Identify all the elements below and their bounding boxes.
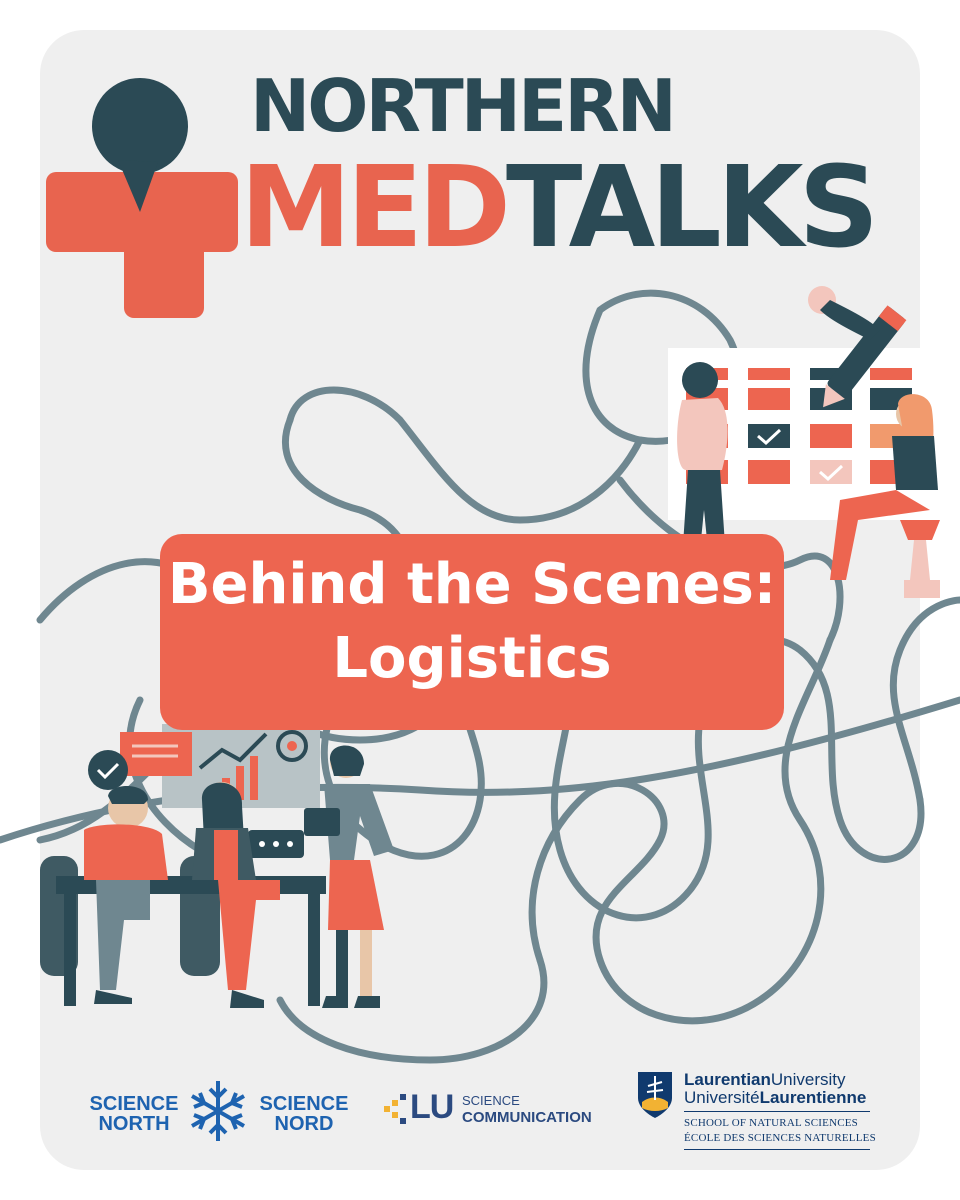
check-badge-icon (88, 750, 128, 790)
title-northern: NORTHERN (250, 64, 677, 148)
speech-bubble-icon (92, 78, 188, 212)
laurentian-fr-a: Université (684, 1088, 760, 1107)
laurentian-school-en: SCHOOL OF NATURAL SCIENCES (684, 1117, 858, 1129)
lu-communication-label: COMMUNICATION (462, 1109, 592, 1126)
banner-line-2: Logistics (332, 626, 612, 691)
science-north-en-line1: SCIENCE (89, 1093, 179, 1115)
science-north-en-line2: NORTH (98, 1113, 170, 1135)
check-icon (757, 428, 782, 446)
title-banner (160, 534, 784, 730)
meeting-illustration (40, 724, 394, 1008)
banner-text: Behind the Scenes: Logistics (160, 548, 784, 696)
laurentian-en-a: Laurentian (684, 1070, 771, 1089)
calendar-illustration (668, 286, 940, 598)
title-medtalks: MEDTALKS (240, 152, 879, 264)
check-icon (819, 464, 844, 482)
title-med: MED (240, 143, 511, 273)
laurentian-name-en: LaurentianUniversity (684, 1071, 846, 1089)
lu-science-label: SCIENCE (462, 1093, 520, 1108)
lu-mark: LU (410, 1088, 454, 1126)
title-talks: TALKS (505, 143, 879, 273)
laurentian-en-b: University (770, 1070, 846, 1089)
laurentian-divider-bottom (684, 1149, 870, 1150)
laurentian-school-fr: ÉCOLE DES SCIENCES NATURELLES (684, 1132, 876, 1144)
laurentian-fr-b: Laurentienne (759, 1088, 867, 1107)
banner-line-1: Behind the Scenes: (167, 552, 777, 617)
science-north-fr: SCIENCE NORD (254, 1094, 354, 1134)
laurentian-divider (684, 1111, 870, 1112)
laurentian-name-fr: UniversitéLaurentienne (684, 1089, 866, 1107)
science-north-fr-line2: NORD (274, 1113, 334, 1135)
science-north-en: SCIENCE NORTH (84, 1094, 184, 1134)
science-north-fr-line1: SCIENCE (259, 1093, 349, 1115)
target-icon (276, 730, 308, 762)
